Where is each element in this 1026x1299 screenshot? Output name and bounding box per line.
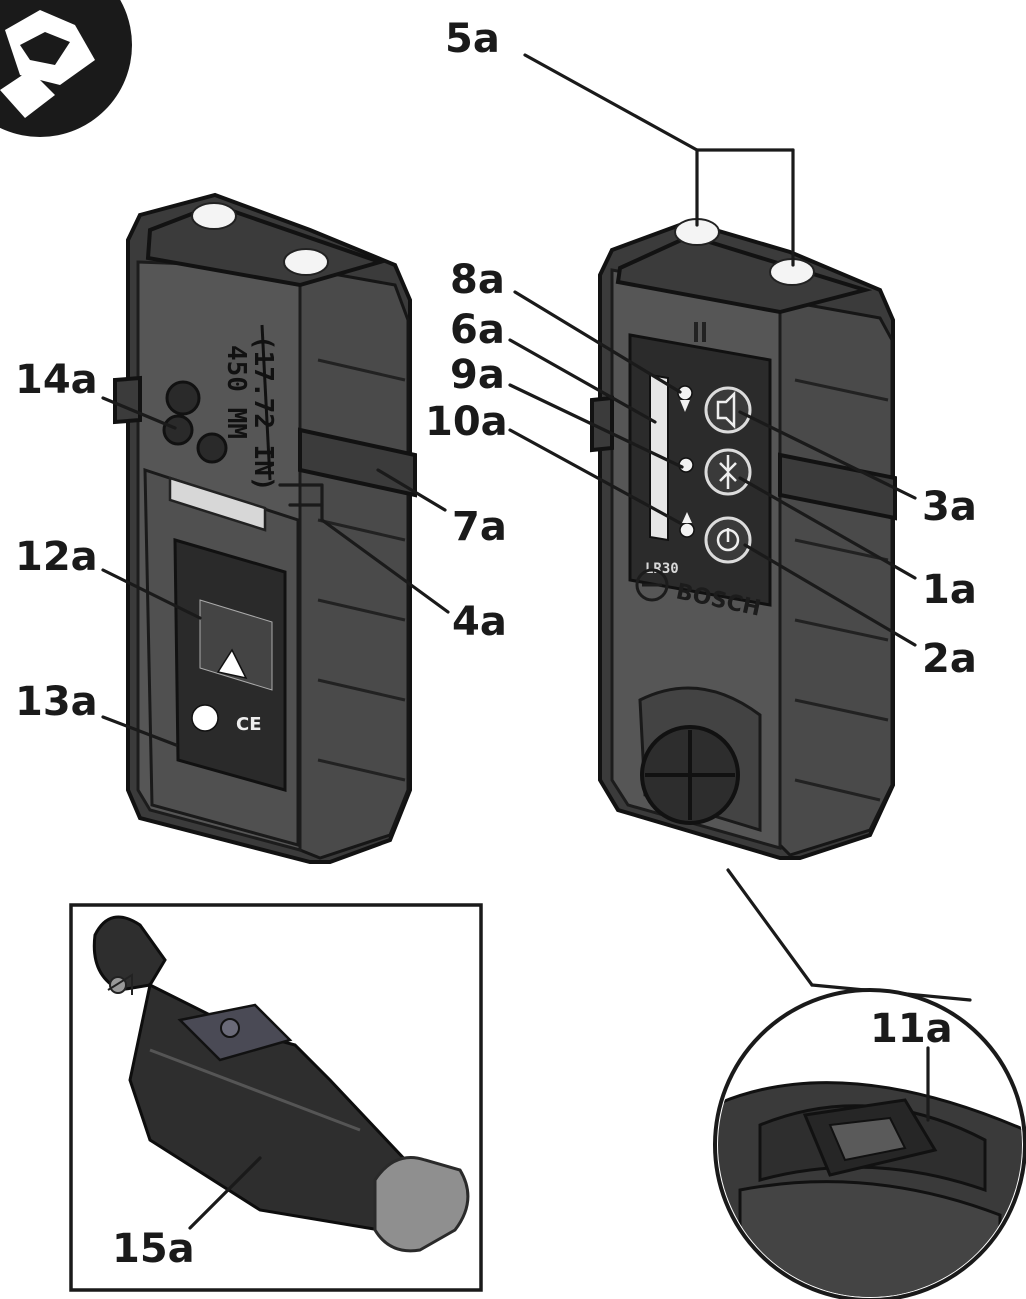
holder-inset [69, 903, 483, 1292]
callout-4a: 4a [452, 599, 507, 645]
callout-1a: 1a [922, 567, 977, 613]
bosch-logo-icon [635, 568, 669, 602]
callout-3a: 3a [922, 484, 977, 530]
callout-13a: 13a [15, 679, 98, 725]
receiver-back-view: CE (17.72 IN) 450 MM [113, 192, 417, 864]
callout-10a: 10a [425, 399, 508, 445]
callout-15a: 15a [112, 1226, 195, 1272]
callout-8a: 8a [450, 257, 505, 303]
warning-icon [216, 648, 248, 680]
book-manual-icon [0, 0, 132, 137]
mounting-hole-icon [196, 432, 228, 464]
recycle-icon [191, 704, 219, 732]
scale-mm-label: 450 MM [221, 345, 251, 439]
receiver-front-view: LR30 BOSCH [590, 218, 897, 860]
speaker-icon [716, 390, 736, 430]
scale-inches-label: (17.72 IN) [248, 335, 278, 492]
sensor-window-icon [191, 202, 237, 230]
callout-7a: 7a [452, 504, 507, 550]
led-lower-icon [679, 522, 695, 538]
arrows-icon [719, 455, 737, 489]
battery-latch [168, 476, 267, 532]
callout-2a: 2a [922, 636, 977, 682]
detail-magnifier [713, 868, 1026, 1299]
model-label: LR30 [645, 561, 679, 577]
callout-6a: 6a [450, 307, 505, 353]
svg-text:CE: CE [236, 714, 262, 735]
callout-5a: 5a [445, 16, 500, 62]
mounting-hole-icon [162, 414, 194, 446]
leader-lines [101, 53, 930, 1230]
callout-14a: 14a [15, 357, 98, 403]
speaker-icon [694, 322, 698, 342]
callout-12a: 12a [15, 534, 98, 580]
mounting-hole-icon [165, 380, 201, 416]
callout-11a: 11a [870, 1006, 953, 1052]
callout-9a: 9a [450, 352, 505, 398]
battery-lid-lock [828, 1116, 907, 1162]
speaker-button[interactable] [704, 386, 752, 434]
sensor-window-icon [283, 248, 329, 276]
holder-knob [373, 1156, 470, 1253]
callout-labels: 5a 8a 6a 9a 10a 14a 7a 3a 1a 2a 12a 4a 1… [15, 16, 977, 1272]
